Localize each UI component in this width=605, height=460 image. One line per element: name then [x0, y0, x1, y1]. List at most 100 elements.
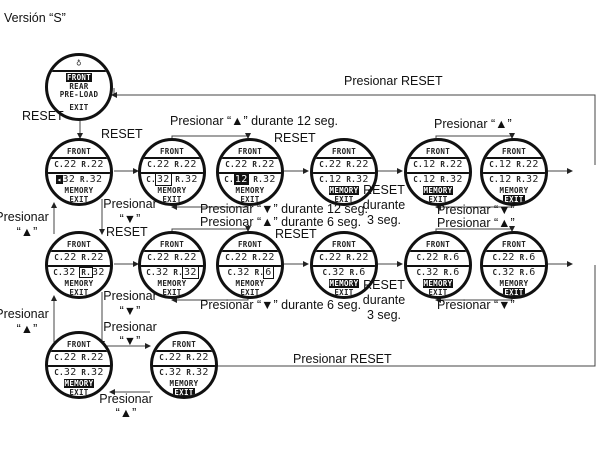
- menu-item-front: FRONT: [65, 73, 93, 82]
- label-press-up-row2: Presionar “▲”: [437, 216, 515, 230]
- c1-value: 22: [234, 159, 248, 170]
- screen-header: FRONT: [66, 147, 92, 156]
- c-label: C.: [319, 160, 329, 169]
- memory-option: MEMORY: [63, 379, 95, 388]
- c2-value: 32: [62, 174, 76, 185]
- label-press-up-12: Presionar “▲” durante 12 seg.: [170, 114, 339, 128]
- r1-value: 22: [184, 159, 197, 170]
- c-label: C.: [159, 368, 169, 377]
- r2-value: 32: [526, 174, 539, 185]
- memory-option: MEMORY: [328, 186, 360, 195]
- r1-value: 22: [91, 159, 104, 170]
- exit-option: EXIT: [162, 288, 182, 297]
- r2-value: 6: [453, 267, 460, 278]
- exit-option: EXIT: [69, 288, 89, 297]
- c2-value: 32: [168, 367, 182, 378]
- exit-option: EXIT: [334, 195, 354, 204]
- cursor-icon: ◂: [55, 175, 63, 184]
- memory-option: MEMORY: [422, 186, 454, 195]
- c2-value: 32: [426, 267, 439, 278]
- label-up-bottom: “▲”: [115, 406, 137, 420]
- r1-value: 6: [529, 252, 536, 263]
- screen-header: FRONT: [171, 340, 197, 349]
- r1-value: 22: [196, 352, 209, 363]
- c2-value: 12: [328, 174, 342, 185]
- r-label: R.: [516, 175, 527, 184]
- c-label: C.: [54, 368, 64, 377]
- label-press-left2: Presionar: [0, 307, 49, 321]
- c-label: C.: [54, 353, 64, 362]
- memory-option: MEMORY: [157, 186, 187, 195]
- c2-value: 32: [63, 367, 77, 378]
- c-label: C.: [147, 160, 157, 169]
- screen-header: FRONT: [501, 147, 527, 156]
- r-label: R.: [81, 368, 92, 377]
- c1-value: 22: [63, 252, 77, 263]
- c-label: C.: [147, 253, 157, 262]
- r-label: R.: [79, 267, 94, 278]
- exit-option: EXIT: [240, 288, 260, 297]
- c-label: C.: [53, 268, 63, 277]
- label-press-down-row1: Presionar “▼”: [437, 203, 515, 217]
- label-reset-hold-row1: RESET: [363, 183, 405, 197]
- screen-header: FRONT: [331, 240, 357, 249]
- r-label: R.: [443, 268, 454, 277]
- label-press-down-6: Presionar “▼” durante 6 seg.: [200, 298, 362, 312]
- label-3seg-row2: 3 seg.: [366, 308, 402, 322]
- c1-value: 22: [234, 252, 248, 263]
- r1-value: 22: [262, 252, 275, 263]
- label-press-up-row1: Presionar “▲”: [434, 117, 512, 131]
- label-press-down-row2: Presionar “▼”: [437, 298, 515, 312]
- c2-value: 32: [154, 173, 172, 186]
- exit-option: EXIT: [162, 195, 182, 204]
- menu-item-pre-load: PRE-LOAD: [59, 90, 99, 99]
- r1-value: 6: [453, 252, 460, 263]
- memory-option: MEMORY: [157, 279, 187, 288]
- r2-value: 6: [263, 266, 274, 279]
- c1-value: 22: [168, 352, 182, 363]
- c-label: C.: [54, 253, 64, 262]
- c2-value: 32: [155, 267, 169, 278]
- r-label: R.: [516, 160, 527, 169]
- screen-header: FRONT: [425, 147, 451, 156]
- c1-value: 22: [502, 252, 515, 263]
- exit-option: EXIT: [503, 288, 525, 297]
- screen-header: FRONT: [159, 240, 185, 249]
- c2-value: 12: [233, 174, 249, 185]
- c1-value: 22: [156, 159, 170, 170]
- r2-value: 32: [196, 367, 209, 378]
- label-reset-row2: RESET: [106, 225, 148, 239]
- c-label: C.: [492, 253, 503, 262]
- r-label: R.: [81, 160, 92, 169]
- r-label: R.: [440, 175, 451, 184]
- label-press-left1: Presionar: [0, 210, 49, 224]
- c-label: C.: [416, 268, 427, 277]
- r1-value: 22: [184, 252, 197, 263]
- exit-option: EXIT: [69, 195, 89, 204]
- c-label: C.: [224, 175, 234, 184]
- r-label: R.: [81, 253, 92, 262]
- r2-value: 32: [182, 266, 199, 279]
- label-press-mid2: Presionar: [103, 289, 157, 303]
- r-label: R.: [186, 368, 197, 377]
- memory-option: MEMORY: [64, 279, 94, 288]
- exit-option: EXIT: [503, 195, 525, 204]
- r-label: R.: [253, 175, 264, 184]
- c1-value: 22: [63, 159, 77, 170]
- main-menu-dial: ♁ FRONT REAR PRE-LOAD EXIT: [45, 53, 113, 121]
- screen-header: FRONT: [425, 240, 451, 249]
- r2-value: 32: [92, 267, 105, 278]
- r-label: R.: [443, 253, 454, 262]
- r2-value: 32: [263, 174, 276, 185]
- label-press-reset-bottom: Presionar RESET: [293, 352, 392, 366]
- c2-value: 32: [332, 267, 345, 278]
- r-label: R.: [174, 160, 185, 169]
- r1-value: 22: [356, 252, 369, 263]
- c-label: C.: [322, 268, 333, 277]
- c1-value: 22: [63, 352, 77, 363]
- r2-value: 32: [89, 174, 103, 185]
- label-durante-row1: durante: [362, 198, 406, 212]
